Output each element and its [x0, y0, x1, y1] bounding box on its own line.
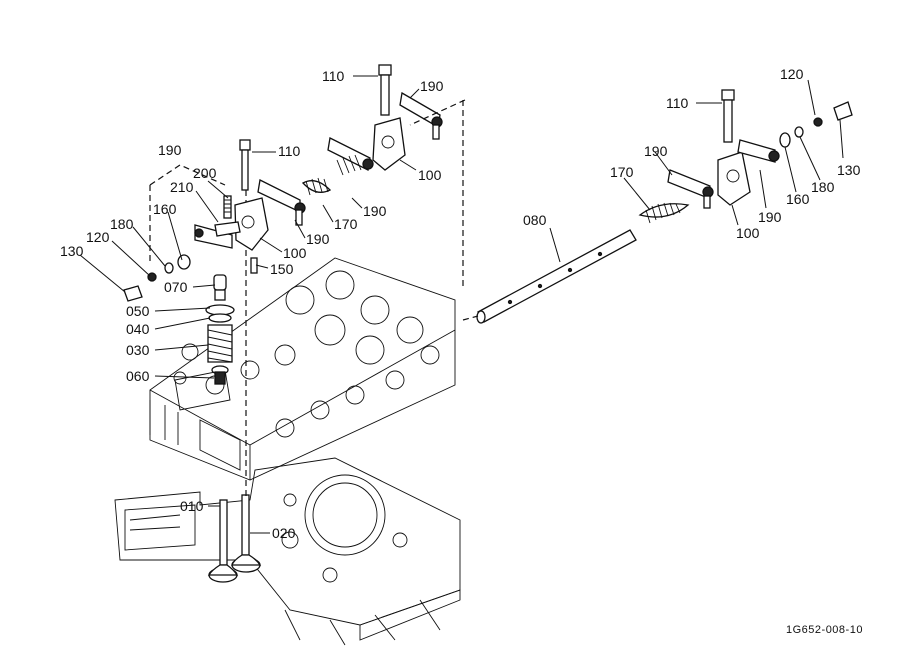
- left-rocker-assembly: [123, 139, 332, 302]
- label-190: 190: [644, 143, 668, 159]
- label-190: 190: [420, 78, 444, 94]
- label-170: 170: [610, 164, 634, 180]
- label-080: 080: [523, 212, 547, 228]
- label-180: 180: [110, 216, 134, 232]
- label-130: 130: [837, 162, 861, 178]
- label-110: 110: [322, 68, 345, 84]
- part-labels: 110 190 100 190 170 190 110 190 200 210 …: [60, 66, 861, 541]
- label-190: 190: [363, 203, 387, 219]
- label-030: 030: [126, 342, 150, 358]
- label-100: 100: [418, 167, 442, 183]
- valve-spring-stack: [205, 160, 247, 500]
- label-100: 100: [736, 225, 760, 241]
- label-070: 070: [164, 279, 188, 295]
- label-100: 100: [283, 245, 307, 261]
- valve-020: [231, 494, 262, 573]
- label-010: 010: [180, 498, 204, 514]
- label-150: 150: [270, 261, 294, 277]
- figure-code: 1G652-008-10: [786, 624, 863, 636]
- label-120: 120: [86, 229, 110, 245]
- label-160: 160: [786, 191, 810, 207]
- label-130: 130: [60, 243, 84, 259]
- label-060: 060: [126, 368, 150, 384]
- valve-010: [207, 499, 239, 583]
- cylinder-head-drawing: [149, 257, 456, 481]
- label-180: 180: [811, 179, 835, 195]
- label-210: 210: [170, 179, 194, 195]
- rocker-shaft: [462, 229, 637, 324]
- label-190: 190: [306, 231, 330, 247]
- label-160: 160: [153, 201, 177, 217]
- label-190: 190: [758, 209, 782, 225]
- label-110: 110: [278, 143, 301, 159]
- label-020: 020: [272, 525, 296, 541]
- engine-block-drawing: [114, 457, 461, 646]
- leader-lines: [79, 75, 844, 534]
- label-050: 050: [126, 303, 150, 319]
- right-rocker-assembly: [638, 89, 853, 224]
- label-120: 120: [780, 66, 804, 82]
- center-rocker-assembly: [327, 64, 466, 290]
- label-110: 110: [666, 95, 689, 111]
- label-190: 190: [158, 142, 182, 158]
- label-040: 040: [126, 321, 150, 337]
- label-170: 170: [334, 216, 358, 232]
- label-200: 200: [193, 165, 217, 181]
